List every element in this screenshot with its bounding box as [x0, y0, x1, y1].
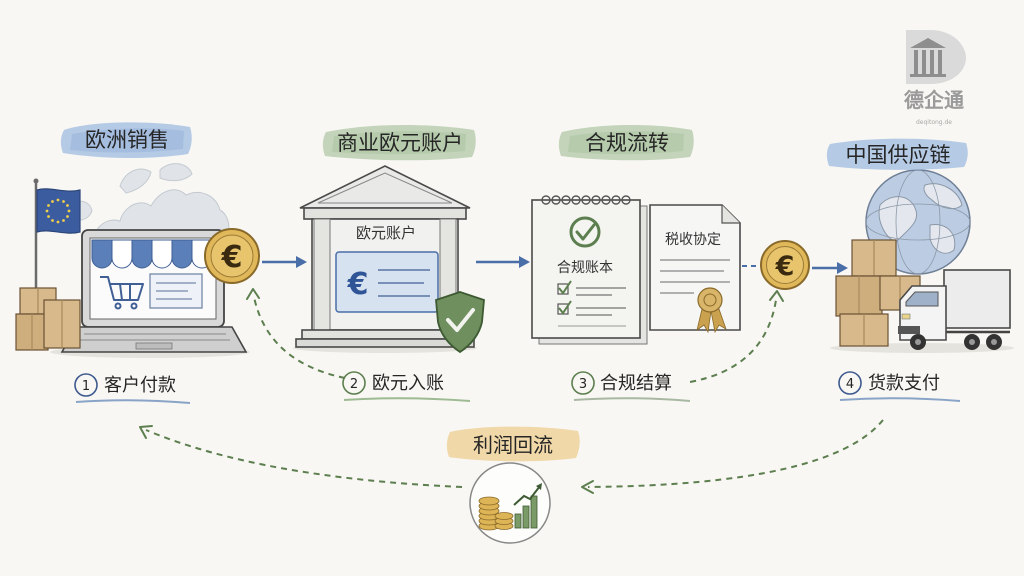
- profit-label: 利润回流: [473, 433, 553, 457]
- step-number: 1: [82, 379, 90, 394]
- euro-coin-icon: €: [761, 241, 809, 289]
- tax-treaty-document-icon: 税收协定: [650, 205, 740, 332]
- stage-banner-euro-account: 商业欧元账户: [323, 125, 476, 160]
- stage-title-compliance-flow: 合规流转: [585, 131, 669, 155]
- stage-title-china-supply-chain: 中国供应链: [846, 143, 951, 167]
- step-label: 欧元入账: [372, 373, 444, 394]
- euro-account-card: €: [336, 252, 438, 312]
- stage-banner-compliance-flow: 合规流转: [559, 125, 694, 160]
- ledger-label: 合规账本: [557, 260, 613, 276]
- step-label: 合规结算: [600, 373, 672, 394]
- bank-account-label: 欧元账户: [356, 224, 416, 242]
- coin-currency-symbol: €: [775, 251, 795, 282]
- profit-banner: 利润回流: [447, 427, 580, 462]
- coins-growth-icon: [470, 463, 550, 543]
- ledger-notebook-icon: 合规账本: [532, 196, 647, 344]
- treaty-label: 税收协定: [665, 232, 721, 248]
- euro-coin-icon: €: [205, 229, 259, 283]
- step-label: 货款支付: [868, 373, 940, 394]
- logo-domain: deqitong.de: [916, 119, 952, 126]
- step-number: 2: [350, 377, 358, 392]
- card-currency-symbol: €: [347, 267, 369, 302]
- stage-title-europe-sales: 欧洲销售: [85, 128, 169, 152]
- stage-banner-china-supply-chain: 中国供应链: [827, 139, 968, 170]
- logo-name: 德企通: [904, 88, 964, 112]
- check-circle-icon: [571, 218, 599, 246]
- product-window: [150, 274, 202, 308]
- stage-banner-europe-sales: 欧洲销售: [61, 122, 192, 158]
- coin-currency-symbol: €: [221, 240, 243, 275]
- stage-title-euro-account: 商业欧元账户: [337, 131, 463, 155]
- step-number: 4: [846, 377, 854, 392]
- step-number: 3: [579, 377, 587, 392]
- step-label: 客户付款: [104, 375, 176, 396]
